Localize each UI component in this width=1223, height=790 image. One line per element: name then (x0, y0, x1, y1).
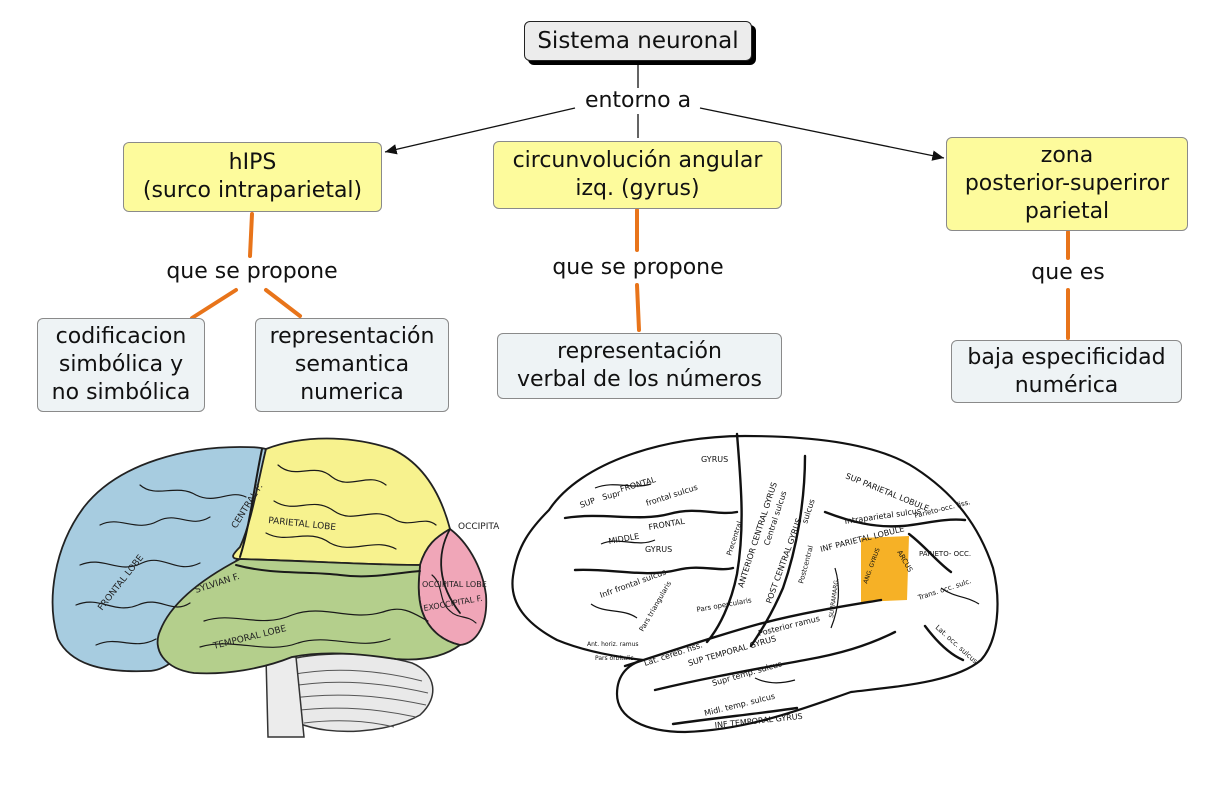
concept-posterior-superior-parietal[interactable]: zona posterior-superiror parietal (946, 137, 1188, 231)
root-node[interactable]: Sistema neuronal (524, 21, 752, 61)
link-label-hips: que se propone (162, 259, 342, 285)
leaf-codificacion[interactable]: codificacion simbólica y no simbólica (37, 318, 205, 412)
concept-angular-gyrus[interactable]: circunvolución angular izq. (gyrus) (493, 141, 782, 209)
label-occipital-lobe: OCCIPITAL LOBE (422, 580, 487, 589)
brain-outline (511, 434, 999, 734)
leaf-representacion-verbal[interactable]: representación verbal de los números (497, 333, 782, 399)
minor-sulci-lines (590, 483, 980, 684)
arrow-to-zona (699, 107, 945, 161)
gyri-lines (75, 448, 477, 648)
orange-link-hips (248, 212, 254, 258)
orange-link-hips-right (264, 288, 302, 318)
highlight-angular-gyrus (861, 536, 909, 602)
orange-link-hips-left (190, 288, 238, 320)
parietal-lobe (232, 437, 452, 566)
link-label-angular: que se propone (548, 255, 728, 281)
orange-link-angular-down (635, 283, 641, 332)
gyri-brain-illustration: GYRUS SUP FRONTAL Supr frontal sulcus MI… (511, 432, 999, 734)
leaf-baja-especificidad[interactable]: baja especificidad numérica (951, 340, 1182, 403)
lobes-brain-illustration: FRONTAL LOBE CENTRAL F. PARIETAL LOBE OC… (51, 437, 500, 738)
label-ant-horiz-ramus: Ant. horiz. ramus (587, 641, 639, 648)
label-gyrus-top: GYRUS (701, 455, 728, 464)
arrow-to-hips (384, 107, 576, 155)
leaf-representacion-semantica[interactable]: representación semantica numerica (255, 318, 449, 412)
label-parieto-occ: PARIETO- OCC. (919, 550, 971, 558)
link-label-zona: que es (1027, 260, 1109, 286)
sulci-lines (563, 432, 967, 726)
root-link-label: entorno a (580, 88, 696, 114)
label-gyrus-mid: GYRUS (645, 545, 672, 554)
label-pars-orbitalis: Pars orbitalis (595, 655, 634, 662)
label-occipital-outer: OCCIPITAL (458, 522, 500, 532)
concept-hips[interactable]: hIPS (surco intraparietal) (123, 142, 382, 212)
